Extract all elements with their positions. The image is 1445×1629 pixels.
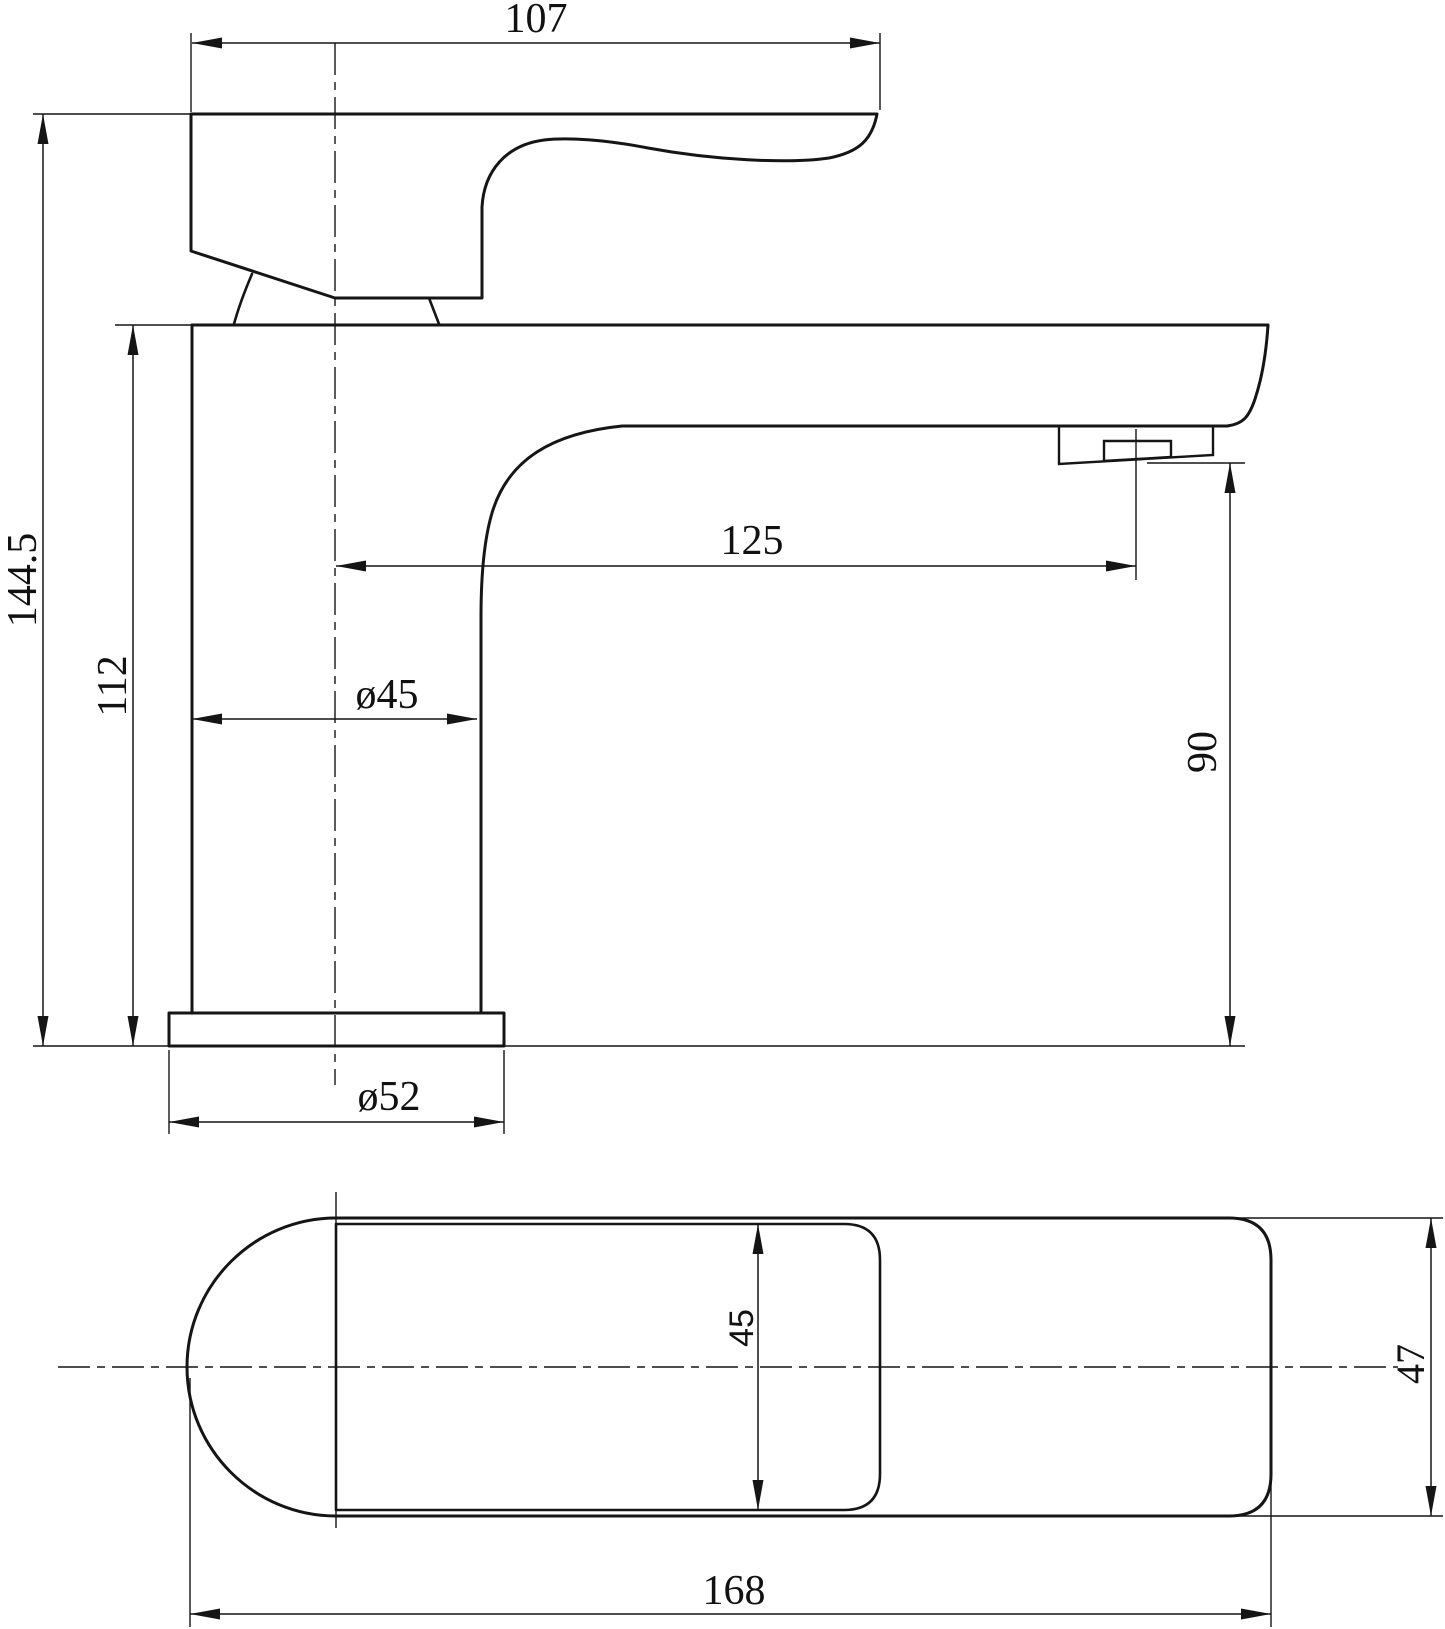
side-view-dimensions: 107 144.5 112 ø45 125 90 <box>0 0 1245 1134</box>
aerator-insert <box>1102 439 1173 463</box>
dim-arrow <box>127 325 139 355</box>
spout-underside-and-column-right <box>479 424 1229 1015</box>
dim-arrow <box>752 1480 764 1510</box>
dim-arrow <box>1224 1016 1236 1046</box>
plan-view-dimensions: 45 47 168 <box>189 1217 1443 1627</box>
dim-arrow <box>336 560 366 572</box>
handle-lever-outline <box>189 112 879 300</box>
dim-arrow <box>190 1608 220 1620</box>
base-flange <box>167 1011 506 1048</box>
dim-arrow <box>1106 560 1136 572</box>
dim-arrow <box>192 713 222 725</box>
dim-label-base-diameter: ø52 <box>358 1074 421 1120</box>
dim-label-spout-reach: 125 <box>721 518 784 564</box>
dim-arrow <box>37 114 49 144</box>
dim-arrow <box>474 1116 504 1128</box>
dim-arrow <box>1425 1486 1437 1516</box>
dim-label-body-width: 47 <box>1388 1344 1433 1384</box>
side-elevation-view <box>167 43 1270 1085</box>
dim-label-overall-height: 144.5 <box>0 533 46 628</box>
plan-lever-outline <box>334 1222 882 1512</box>
dim-arrow <box>169 1116 199 1128</box>
spout-end-profile <box>1225 323 1270 428</box>
dim-label-handle-length: 107 <box>505 0 568 42</box>
dim-label-overall-length: 168 <box>703 1568 766 1614</box>
dim-arrow <box>192 37 222 49</box>
dim-arrow <box>850 37 880 49</box>
dim-label-spout-outlet-height: 90 <box>1180 731 1226 773</box>
dim-arrow <box>752 1224 764 1254</box>
dim-arrow <box>1241 1608 1271 1620</box>
dim-arrow <box>37 1016 49 1046</box>
cartridge-left-line <box>232 272 254 326</box>
top-plan-view <box>58 1192 1398 1528</box>
plan-outer-silhouette <box>185 1216 1273 1518</box>
dim-label-body-diameter: ø45 <box>356 672 419 718</box>
cartridge-right-line <box>427 296 441 326</box>
dim-label-lever-width: 45 <box>723 1309 761 1347</box>
dim-arrow <box>1425 1218 1437 1248</box>
dim-label-body-height: 112 <box>90 655 136 716</box>
dim-arrow <box>447 713 477 725</box>
dim-arrow <box>127 1016 139 1046</box>
dim-arrow <box>1224 463 1236 493</box>
